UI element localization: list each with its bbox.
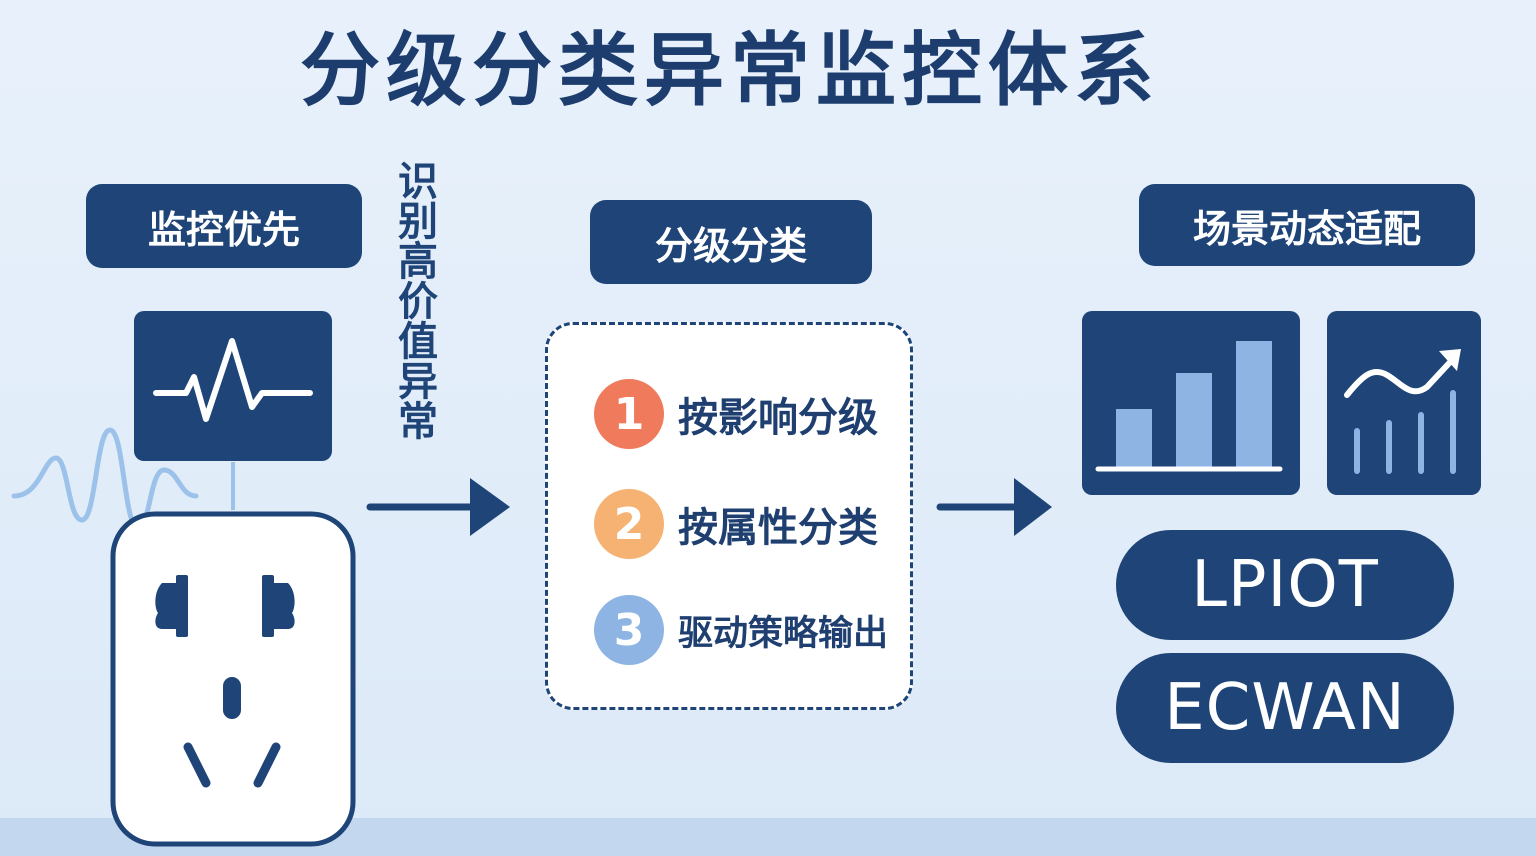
step-text: 按属性分类 — [678, 505, 878, 551]
scene-adapt-text: 场景动态适配 — [1192, 206, 1421, 251]
identify-high-value-text: 识别高价值异常 — [391, 160, 437, 440]
tag-lpiot: LPIOT — [1116, 530, 1454, 640]
tag-ecwan: ECWAN — [1116, 653, 1454, 763]
steps-card: 1 按影响分级 2 按属性分类 3 驱动策略输出 — [545, 322, 913, 710]
step-number: 3 — [594, 595, 664, 665]
power-socket-icon — [110, 511, 356, 847]
monitor-priority-text: 监控优先 — [147, 207, 300, 252]
step-item: 1 按影响分级 — [594, 379, 878, 449]
bar-chart-panel — [1082, 311, 1300, 495]
step-item: 3 驱动策略输出 — [594, 595, 888, 665]
arrow-right-icon — [366, 478, 510, 536]
heartbeat-panel — [134, 311, 332, 461]
monitor-priority-label: 监控优先 — [86, 184, 362, 268]
step-number: 2 — [594, 489, 664, 559]
step-text: 按影响分级 — [678, 395, 878, 441]
page-title: 分级分类异常监控体系 — [300, 24, 1160, 117]
bar-chart-icon — [1095, 341, 1283, 472]
step-number: 1 — [594, 379, 664, 449]
trend-chart-panel — [1327, 311, 1481, 495]
grade-classify-text: 分级分类 — [654, 223, 807, 268]
arrow-right-icon — [936, 478, 1052, 536]
scene-adapt-label: 场景动态适配 — [1139, 184, 1475, 266]
grade-classify-label: 分级分类 — [590, 200, 872, 284]
heartbeat-icon — [153, 338, 313, 422]
step-text: 驱动策略输出 — [678, 613, 889, 654]
signal-wave-icon — [11, 427, 235, 531]
trend-up-icon — [1344, 349, 1461, 474]
step-item: 2 按属性分类 — [594, 489, 878, 559]
